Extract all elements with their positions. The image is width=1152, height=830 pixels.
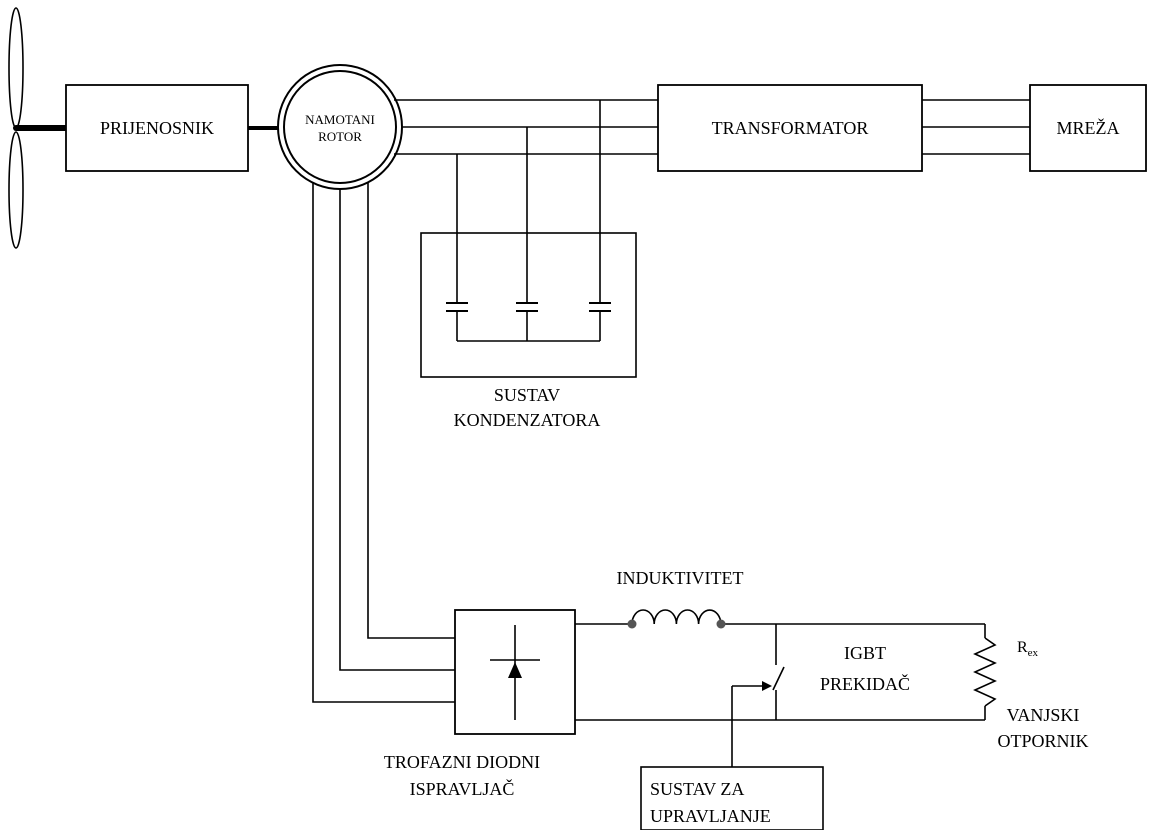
capacitor-label-line1: SUSTAV <box>494 385 560 405</box>
capacitor-enclosure <box>420 232 637 378</box>
rotor-label-line1: NAMOTANI <box>305 112 375 127</box>
capacitor-label-line2: KONDENZATORA <box>454 410 601 430</box>
gearbox-label: PRIJENOSNIK <box>100 118 214 138</box>
grid-label: MREŽA <box>1057 117 1120 138</box>
resistor-icon <box>973 637 997 707</box>
capacitor-icon <box>446 302 611 342</box>
transformer-label: TRANSFORMATOR <box>712 118 869 138</box>
capacitor-taps <box>456 100 601 303</box>
control-label-line1: SUSTAV ZA <box>650 779 744 799</box>
stator-bus-lines <box>394 99 658 155</box>
control-label-line2: UPRAVLJANJE <box>650 806 771 826</box>
resistor-label-line2: OTPORNIK <box>997 731 1088 751</box>
transformer-block <box>657 84 923 172</box>
igbt-switch-icon <box>732 665 785 691</box>
wound-rotor-generator <box>277 64 403 190</box>
rectifier-label-line1: TROFAZNI DIODNI <box>384 752 540 772</box>
diode-icon <box>490 625 540 720</box>
dc-circuit-wires <box>575 623 986 721</box>
rotor-label-line2: ROTOR <box>318 129 362 144</box>
control-system-block <box>640 766 824 830</box>
grid-block <box>1029 84 1147 172</box>
grid-connection-lines <box>922 99 1030 155</box>
switch-label-line1: IGBT <box>844 643 886 663</box>
inductor-icon <box>627 609 726 629</box>
resistor-label-line1: VANJSKI <box>1007 705 1080 725</box>
rotor-phase-lines <box>312 183 455 703</box>
resistor-symbol: Rex <box>1017 639 1039 659</box>
gearbox-block <box>65 84 249 172</box>
switch-label-line2: PREKIDAČ <box>820 673 910 694</box>
inductor-label: INDUKTIVITET <box>617 568 744 588</box>
rectifier-label-line2: ISPRAVLJAČ <box>410 778 515 799</box>
